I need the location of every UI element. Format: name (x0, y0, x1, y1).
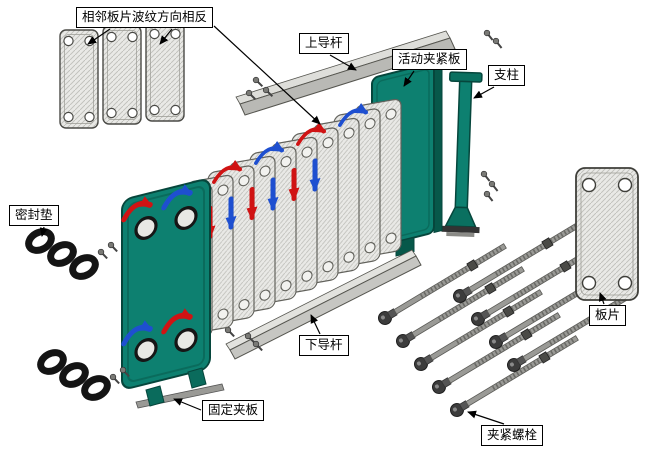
lower-guide-rod (225, 249, 422, 360)
label-support-column: 支柱 (488, 65, 526, 86)
label-fixed-clamp-plate: 固定夹板 (202, 400, 265, 421)
support-screws (478, 28, 506, 203)
seal-gaskets-top (25, 228, 121, 280)
label-plate: 板片 (589, 305, 627, 326)
port-arrow-red (161, 308, 193, 335)
label-clamp-bolts: 夹紧螺栓 (481, 425, 544, 446)
label-lower-guide-rod: 下导杆 (299, 335, 349, 356)
inlet-arrow-blue (338, 102, 369, 127)
corrugated-plates (59, 22, 185, 129)
label-movable-clamp-plate: 活动夹紧板 (392, 49, 467, 70)
plate-single (575, 167, 639, 301)
port-arrow-blue (121, 320, 153, 347)
leader-lines (39, 25, 607, 425)
fixed-clamp-plate (121, 179, 211, 389)
port-arrow-red (121, 196, 153, 223)
label-seal-gasket: 密封垫 (9, 205, 59, 226)
inlet-arrow-red (296, 121, 327, 146)
fixed-plate-foot (187, 367, 207, 389)
label-adjacent-plates: 相邻板片波纹方向相反 (76, 7, 214, 28)
fixed-plate-foot (145, 385, 165, 407)
seal-gaskets-bottom (37, 349, 133, 401)
inlet-arrow-red (212, 159, 243, 184)
support-column (441, 71, 483, 237)
label-upper-guide-rod: 上导杆 (299, 33, 349, 54)
port-arrow-blue (161, 184, 193, 211)
inlet-arrow-blue (254, 140, 285, 165)
